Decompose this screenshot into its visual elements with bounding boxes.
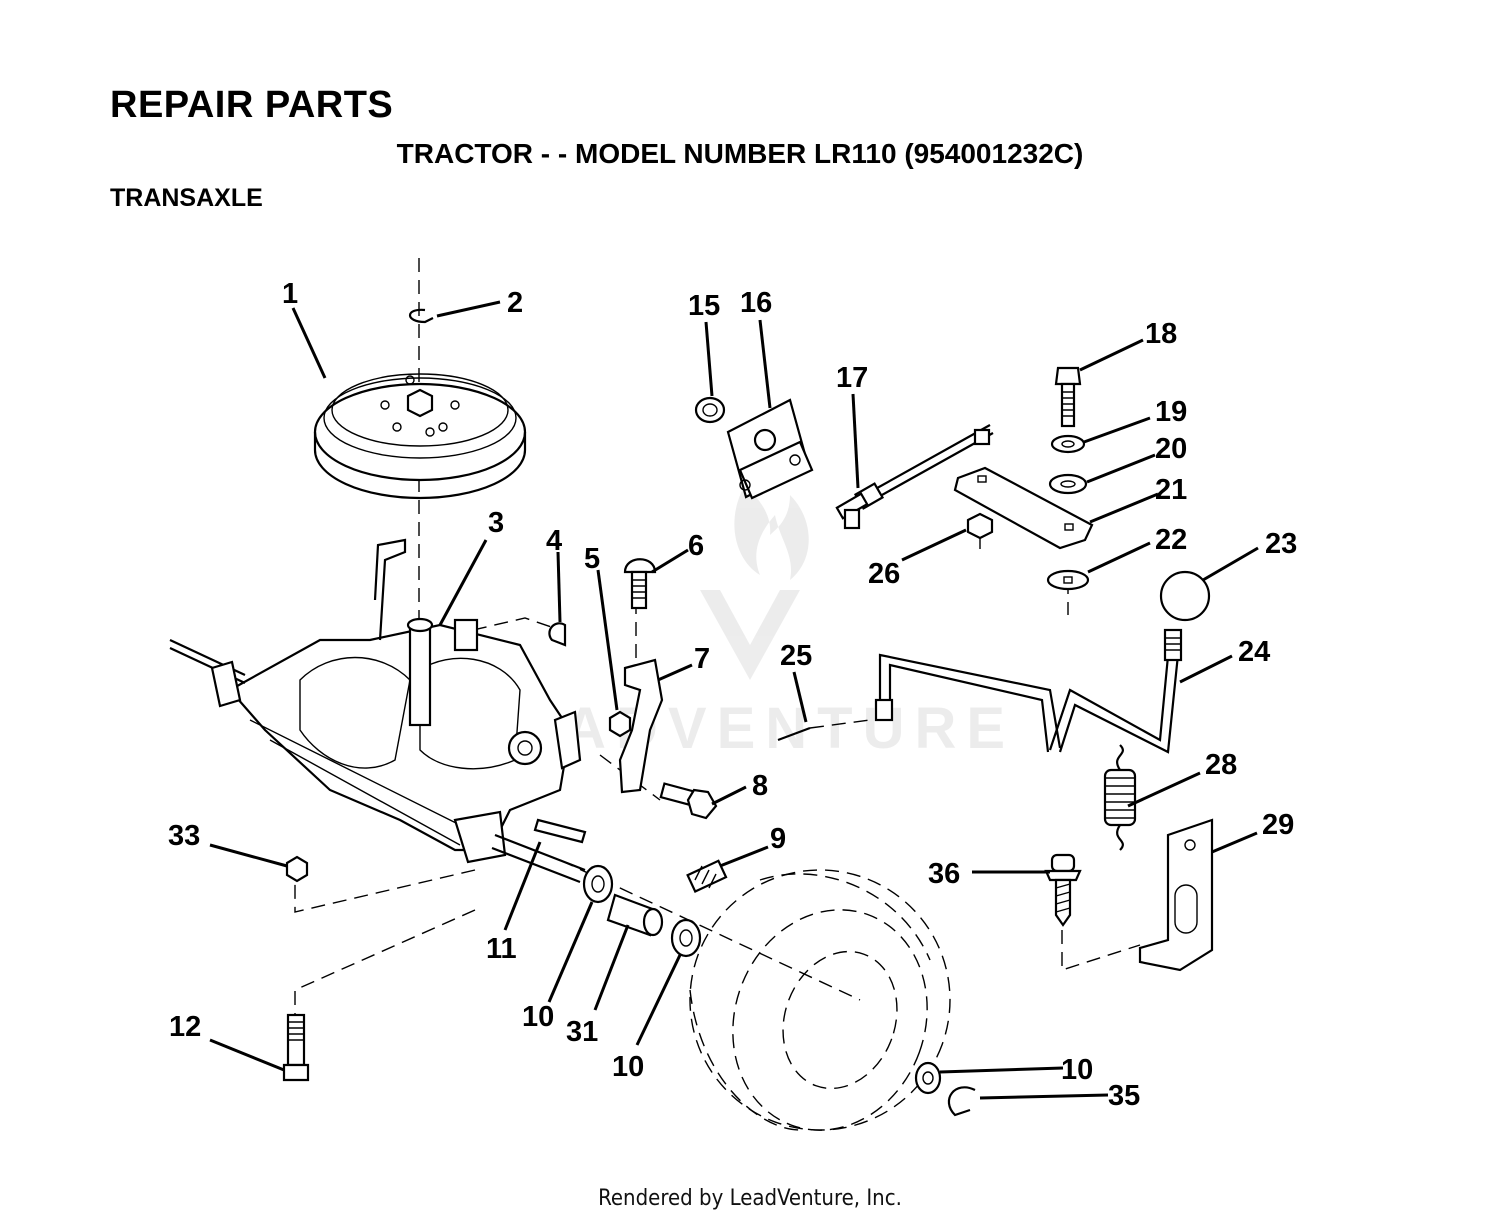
callout-33: 33 (168, 820, 200, 852)
callout-1: 1 (282, 278, 298, 310)
flat-washer-10c (914, 1061, 942, 1095)
drive-pulley (313, 373, 527, 500)
callout-9: 9 (770, 823, 786, 855)
callout-10-inner: 10 (522, 1001, 554, 1033)
callout-2: 2 (507, 287, 523, 319)
washer-15 (694, 396, 726, 424)
hex-nut-5 (608, 710, 632, 738)
callout-21: 21 (1155, 474, 1187, 506)
hex-bolt-18 (1054, 366, 1082, 428)
flat-washer-10b (670, 918, 702, 958)
flat-washer-20 (1048, 473, 1088, 495)
callout-12: 12 (169, 1011, 201, 1043)
carriage-bolt (623, 558, 657, 610)
square-key (533, 818, 587, 844)
axle-spacer (606, 893, 664, 937)
shift-lever (874, 628, 1183, 754)
spring-bracket (1138, 818, 1214, 972)
callout-leaders (209, 300, 1259, 1100)
transaxle-assembly (169, 538, 586, 884)
callout-24: 24 (1238, 636, 1270, 668)
shift-knob (1159, 570, 1211, 622)
model-subtitle: TRACTOR - - MODEL NUMBER LR110 (95400123… (396, 138, 1084, 169)
spring-pin (686, 859, 728, 893)
callout-31: 31 (566, 1016, 598, 1048)
hex-bolt-8 (659, 782, 718, 820)
retaining-e-clip (408, 308, 434, 324)
cotter-pin (777, 726, 811, 742)
shift-rod (835, 424, 994, 530)
callout-26: 26 (868, 558, 900, 590)
callout-22: 22 (1155, 524, 1187, 556)
callout-10-outer: 10 (612, 1051, 644, 1083)
hex-bolt-12 (282, 1013, 310, 1082)
square-washer-22 (1046, 569, 1090, 591)
flat-washer-10a (582, 864, 614, 904)
pivot-bracket (726, 398, 814, 500)
callout-4: 4 (546, 525, 562, 557)
callout-25: 25 (780, 640, 812, 672)
self-tapping-screw (1044, 853, 1082, 927)
e-ring-clip (947, 1086, 976, 1117)
callout-17: 17 (836, 362, 868, 394)
section-title: TRANSAXLE (110, 184, 263, 212)
callout-19: 19 (1155, 396, 1187, 428)
callout-10-wheel: 10 (1061, 1054, 1093, 1086)
link-plate (953, 466, 1094, 550)
hex-nut-26 (966, 512, 994, 540)
callout-29: 29 (1262, 809, 1294, 841)
callout-16: 16 (740, 287, 772, 319)
callout-35: 35 (1108, 1080, 1140, 1112)
callout-11: 11 (486, 933, 517, 965)
page-title: REPAIR PARTS (110, 84, 394, 126)
lock-washer-19 (1050, 434, 1086, 454)
woodruff-key (548, 622, 567, 647)
callout-8: 8 (752, 770, 768, 802)
callout-18: 18 (1145, 318, 1177, 350)
callout-3: 3 (488, 507, 504, 539)
callout-28: 28 (1205, 749, 1237, 781)
shift-bracket (618, 658, 664, 794)
callout-36: 36 (928, 858, 960, 890)
extension-spring (1103, 744, 1137, 851)
rear-tire-wheel (689, 869, 951, 1131)
callout-5: 5 (584, 543, 600, 575)
callout-20: 20 (1155, 433, 1187, 465)
callout-6: 6 (688, 530, 704, 562)
callout-7: 7 (694, 643, 710, 675)
callout-23: 23 (1265, 528, 1297, 560)
callout-numbers: 1 2 3 4 5 6 7 8 9 10 10 10 11 12 15 16 1… (168, 278, 1297, 1112)
leadventure-logo-watermark (700, 485, 809, 680)
hex-nut-33 (285, 855, 309, 883)
callout-15: 15 (688, 290, 720, 322)
footer-credit: Rendered by LeadVenture, Inc. (598, 1186, 902, 1211)
